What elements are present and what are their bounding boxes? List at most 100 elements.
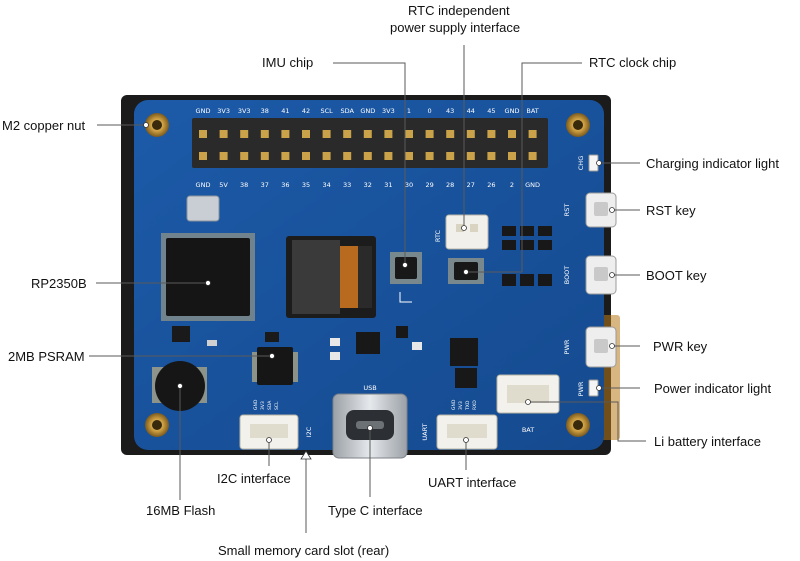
header-bottom-pin-label: 30 <box>405 181 413 189</box>
header-pin <box>302 152 310 160</box>
header-pin <box>508 130 516 138</box>
header-pin <box>343 130 352 138</box>
header-bottom-pin-label: GND <box>525 181 540 189</box>
header-pin <box>260 130 269 138</box>
fpc-connector <box>286 236 376 318</box>
header-pin <box>322 152 331 160</box>
silk-rst: RST <box>563 204 571 217</box>
label-rtc-clock: RTC clock chip <box>589 55 677 70</box>
header-pin <box>199 152 207 160</box>
header-pin <box>384 152 393 160</box>
header-pin <box>405 130 413 138</box>
m2-nut-bottom-right <box>566 413 590 437</box>
small-part <box>330 326 478 388</box>
header-top-pin-label: 43 <box>446 107 454 115</box>
header-top-pin-label: 3V3 <box>382 107 395 115</box>
header-top-pin-label: 42 <box>302 107 310 115</box>
header-bottom-pin-label: 38 <box>240 181 248 189</box>
header-bottom-pin-label: 33 <box>343 181 351 189</box>
header-pin <box>425 130 434 138</box>
header-pin <box>466 130 475 138</box>
li-battery-connector <box>496 374 560 414</box>
leader-rtc-clock <box>521 62 582 272</box>
header-pin <box>425 152 434 160</box>
leader-dots <box>143 122 615 443</box>
connector-pin-label: RXD <box>472 400 478 410</box>
header-pin <box>199 130 207 138</box>
label-power-light: Power indicator light <box>654 381 772 396</box>
header-pin <box>446 152 455 160</box>
header-top-pin-label: 3V3 <box>217 107 230 115</box>
small-part <box>265 332 279 342</box>
header-pin <box>528 152 537 160</box>
label-uart-interface: UART interface <box>428 475 517 490</box>
connector-pin-label: 3V3 <box>458 401 464 410</box>
silk-usb: USB <box>363 384 376 392</box>
header-pin <box>302 130 310 138</box>
header-bottom-pin-label: 32 <box>364 181 372 189</box>
header-pin <box>281 152 290 160</box>
label-rtc-power-2: power supply interface <box>390 20 521 35</box>
header-pin <box>219 130 228 138</box>
header-bottom-pin-label: 34 <box>322 181 330 189</box>
label-li-battery: Li battery interface <box>654 434 761 449</box>
header-bottom-pin-label: 2 <box>510 181 514 189</box>
header-pin <box>363 152 372 160</box>
connector-pin-label: GND <box>253 399 259 410</box>
header-pin <box>384 130 393 138</box>
small-part <box>207 340 217 346</box>
m2-nut-bottom-left <box>145 413 169 437</box>
header-bottom-pin-label: 28 <box>446 181 454 189</box>
header-bottom-pin-label: 29 <box>425 181 433 189</box>
pwr-button <box>585 326 617 368</box>
header-bottom-pin-label: 35 <box>302 181 310 189</box>
header-top-pin-label: GND <box>196 107 211 115</box>
header-top-pin-label: SDA <box>340 107 354 115</box>
rtc-power-connector <box>445 214 489 250</box>
header-pin <box>240 130 249 138</box>
header-top-pin-label: 1 <box>407 107 411 115</box>
m2-nut-top-left <box>145 113 169 137</box>
header-pin <box>219 152 228 160</box>
header-pin <box>446 130 455 138</box>
label-boot-key: BOOT key <box>646 268 707 283</box>
silk-uart: UART <box>421 423 429 440</box>
i2c-connector <box>239 414 299 450</box>
header-pin <box>322 130 331 138</box>
header-bottom-pin-label: 36 <box>281 181 289 189</box>
label-charging-light: Charging indicator light <box>646 156 779 171</box>
header-pin <box>343 152 352 160</box>
header-bottom-pin-label: 31 <box>384 181 392 189</box>
header-pin <box>487 152 496 160</box>
header-pin <box>528 130 537 138</box>
m2-nut-top-right <box>566 113 590 137</box>
label-type-c: Type C interface <box>328 503 423 518</box>
boot-button <box>585 255 617 295</box>
header-pin <box>363 130 372 138</box>
label-pwr-key: PWR key <box>653 339 708 354</box>
header-bottom-pin-label: 5V <box>219 181 228 189</box>
header-pin <box>466 152 475 160</box>
connector-pin-label: TXD <box>465 400 471 411</box>
small-part <box>172 326 190 342</box>
connector-pin-label: 3V3 <box>260 401 266 410</box>
small-part <box>502 226 552 286</box>
header-top-pin-label: 44 <box>467 107 475 115</box>
leader-li-battery <box>528 401 646 442</box>
label-psram: 2MB PSRAM <box>8 349 85 364</box>
label-rp2350b: RP2350B <box>31 276 87 291</box>
header-pin <box>508 152 516 160</box>
gpio-header <box>192 118 548 168</box>
header-top-pin-label: GND <box>360 107 375 115</box>
header-pin <box>281 130 290 138</box>
silk-pwr-key: PWR <box>563 339 571 354</box>
label-imu-chip: IMU chip <box>262 55 314 70</box>
label-i2c-interface: I2C interface <box>217 471 291 486</box>
connector-pin-label: SDA <box>267 400 273 410</box>
header-top-pin-label: 45 <box>487 107 495 115</box>
label-rtc-power-1: RTC independent <box>408 3 510 18</box>
rst-button <box>585 192 617 228</box>
